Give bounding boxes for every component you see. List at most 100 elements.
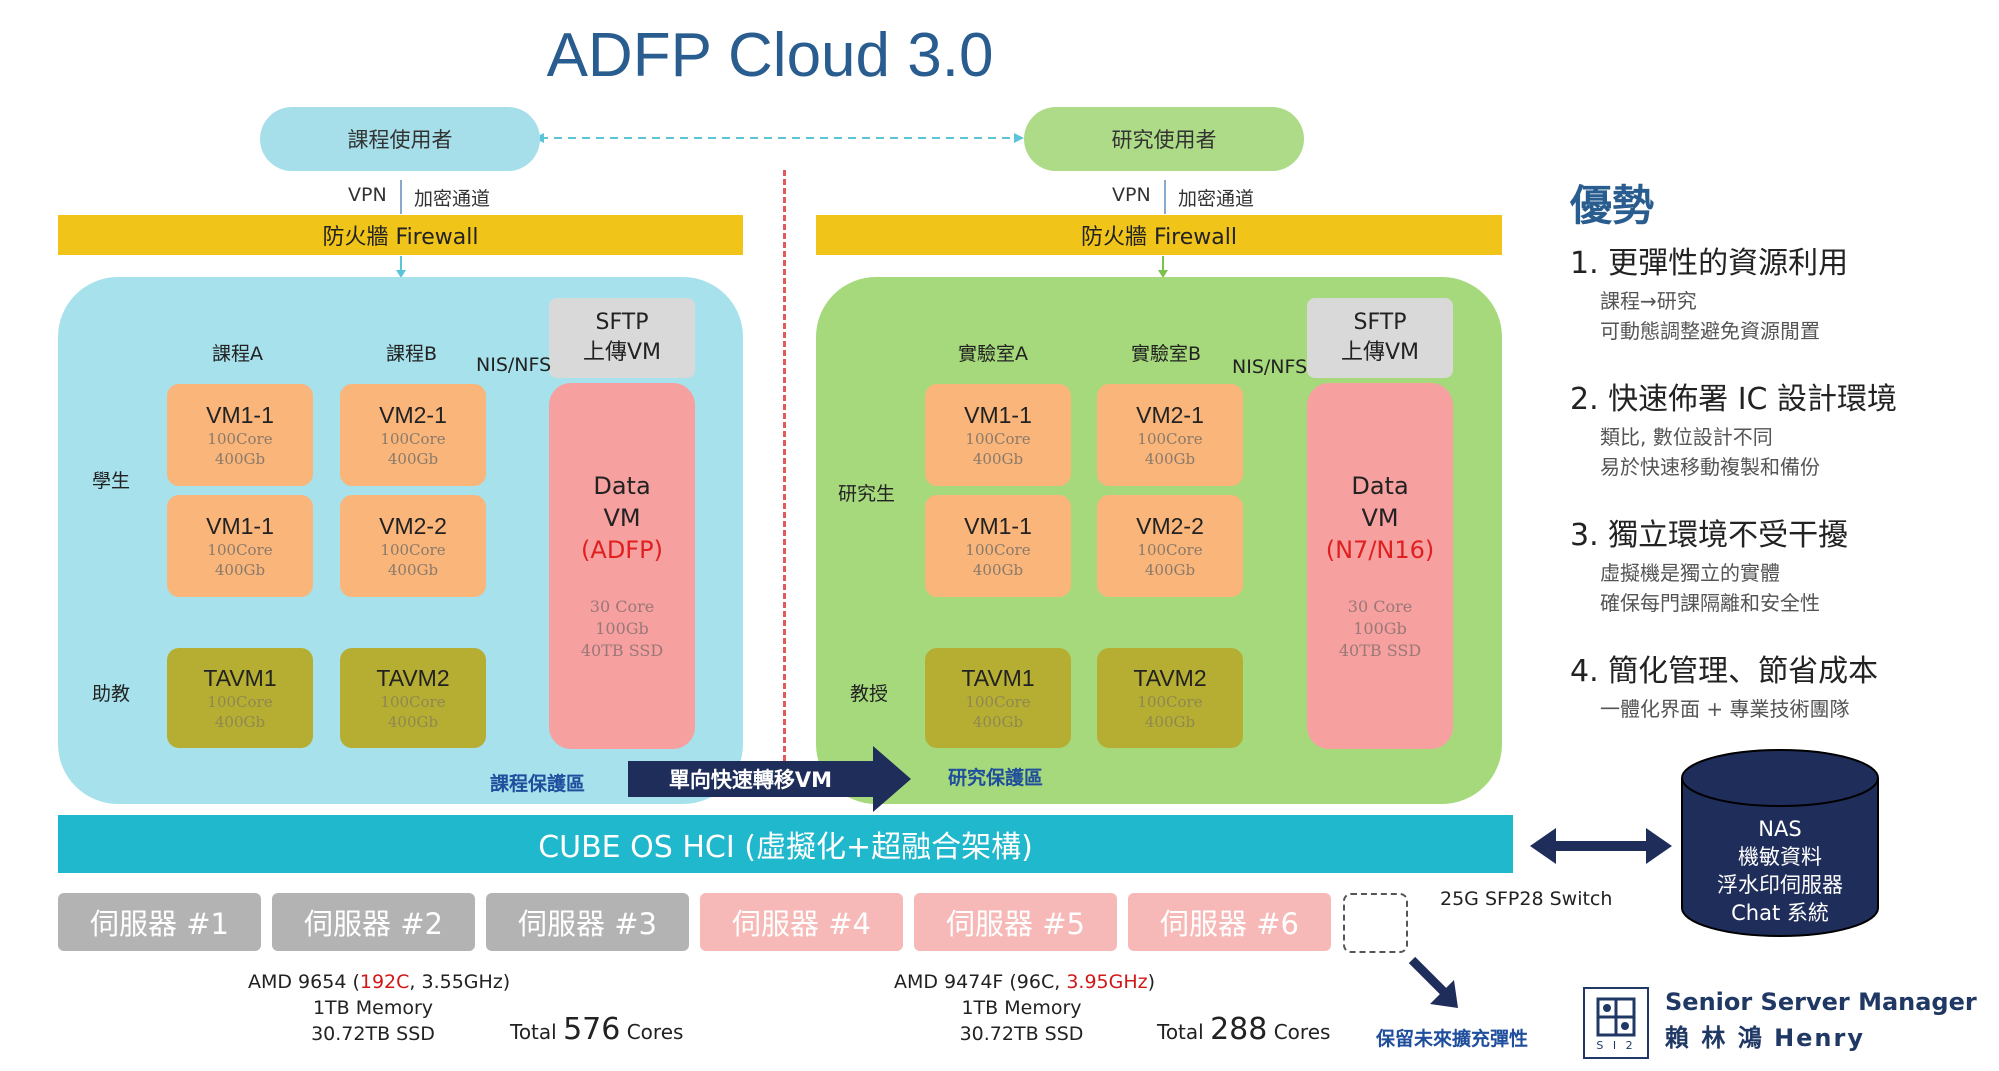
server-1[interactable]: 伺服器 #1 xyxy=(58,893,261,951)
vm-name: VM1-1 xyxy=(964,401,1032,428)
advantage-detail: 可動態調整避免資源閒置 xyxy=(1600,319,1820,343)
ta-vm-card[interactable]: TAVM1 100Core 400Gb xyxy=(925,648,1071,748)
vpn-label-left: VPN xyxy=(348,184,387,206)
vpn-label-right: VPN xyxy=(1112,184,1151,206)
course-user-pill: 課程使用者 xyxy=(260,107,540,171)
cpu-text: AMD 9654 ( xyxy=(248,971,360,993)
vm-name: TAVM2 xyxy=(376,664,450,691)
data-vm-mem: 100Gb xyxy=(595,619,649,638)
data-vm-card[interactable]: Data VM (ADFP) 30 Core 100Gb 40TB SSD xyxy=(549,383,695,749)
vm-name: VM2-2 xyxy=(1136,512,1204,539)
ssd-spec-right: 30.72TB SSD xyxy=(959,1023,1084,1045)
firewall-right: 防火牆 Firewall xyxy=(816,215,1502,255)
total-unit: Cores xyxy=(626,1020,684,1044)
advantage-heading: 1. 更彈性的資源利用 xyxy=(1570,246,1849,281)
ta-vm-card[interactable]: TAVM2 100Core 400Gb xyxy=(1097,648,1243,748)
cpu-text: , 3.55GHz) xyxy=(409,971,511,993)
cpu-highlight: 192C xyxy=(359,971,410,993)
vm-core: 100Core xyxy=(965,540,1031,559)
lab-b-label: 實驗室B xyxy=(1131,343,1202,365)
server-4[interactable]: 伺服器 #4 xyxy=(700,893,903,951)
data-vm-card[interactable]: Data VM (N7/N16) 30 Core 100Gb 40TB SSD xyxy=(1307,383,1453,749)
vm-mem: 400Gb xyxy=(387,449,439,468)
nas-line: 機敏資料 xyxy=(1738,845,1822,869)
vm-core: 100Core xyxy=(380,692,446,711)
vm-name: VM2-1 xyxy=(379,401,447,428)
vm-card[interactable]: VM1-1 100Core 400Gb xyxy=(925,384,1071,486)
vm-mem: 400Gb xyxy=(1144,712,1196,731)
data-vm-title: VM xyxy=(1361,504,1399,532)
firewall-left: 防火牆 Firewall xyxy=(58,215,743,255)
advantage-detail: 確保每門課隔離和安全性 xyxy=(1600,591,1820,615)
advantage-detail: 類比, 數位設計不同 xyxy=(1600,425,1773,449)
server-3[interactable]: 伺服器 #3 xyxy=(486,893,689,951)
nas-line: NAS xyxy=(1758,817,1802,841)
vm-card[interactable]: VM1-1 100Core 400Gb xyxy=(925,495,1071,597)
vm-name: VM1-1 xyxy=(964,512,1032,539)
ta-vm-card[interactable]: TAVM1 100Core 400Gb xyxy=(167,648,313,748)
vm-core: 100Core xyxy=(380,429,446,448)
sftp-label: SFTP xyxy=(1353,310,1407,335)
data-vm-tag: (N7/N16) xyxy=(1325,536,1435,564)
advantage-item: 1. 更彈性的資源利用 課程→研究 可動態調整避免資源閒置 xyxy=(1570,238,1990,346)
vpn-divider-left xyxy=(400,180,402,214)
vm-card[interactable]: VM1-1 100Core 400Gb xyxy=(167,495,313,597)
cpu-spec-right: AMD 9474F (96C, 3.95GHz) xyxy=(894,969,1155,995)
vm-name: VM1-1 xyxy=(206,401,274,428)
total-number: 576 xyxy=(563,1012,621,1047)
data-vm-tag: (ADFP) xyxy=(581,536,663,564)
vm-core: 100Core xyxy=(965,429,1031,448)
course-a-label: 課程A xyxy=(212,343,263,365)
research-zone-name: 研究保護區 xyxy=(948,767,1044,789)
sftp-upload-box[interactable]: SFTP 上傳VM xyxy=(1307,298,1453,378)
switch-label: 25G SFP28 Switch xyxy=(1440,888,1613,910)
data-vm-mem: 100Gb xyxy=(1353,619,1407,638)
vm-mem: 400Gb xyxy=(214,449,266,468)
grad-student-label: 研究生 xyxy=(838,483,896,505)
vm-name: VM2-1 xyxy=(1136,401,1204,428)
vm-mem: 400Gb xyxy=(972,560,1024,579)
advantage-detail: 虛擬機是獨立的實體 xyxy=(1600,561,1780,585)
vm-mem: 400Gb xyxy=(387,712,439,731)
advantage-heading: 2. 快速佈署 IC 設計環境 xyxy=(1570,382,1898,417)
vm-name: TAVM1 xyxy=(203,664,277,691)
sftp-label: SFTP xyxy=(595,310,649,335)
server-6[interactable]: 伺服器 #6 xyxy=(1128,893,1331,951)
student-label: 學生 xyxy=(92,470,131,492)
vm-card[interactable]: VM2-2 100Core 400Gb xyxy=(340,495,486,597)
nas-label: NAS 機敏資料 浮水印伺服器 Chat 系統 xyxy=(1680,812,1880,930)
vm-card[interactable]: VM2-2 100Core 400Gb xyxy=(1097,495,1243,597)
ssd-spec-left: 30.72TB SSD xyxy=(311,1023,435,1045)
si2-logo: S I 2 xyxy=(1583,987,1649,1059)
advantage-heading: 3. 獨立環境不受干擾 xyxy=(1570,518,1849,553)
vm-name: VM1-1 xyxy=(206,512,274,539)
reserve-label: 保留未來擴充彈性 xyxy=(1376,1028,1529,1050)
cube-os-hci-bar: CUBE OS HCI (虛擬化+超融合架構) xyxy=(58,815,1513,873)
vm-card[interactable]: VM2-1 100Core 400Gb xyxy=(1097,384,1243,486)
ta-label: 助教 xyxy=(92,683,131,705)
nis-nfs-label: NIS/NFS xyxy=(476,354,552,376)
vm-core: 100Core xyxy=(1137,429,1203,448)
vm-card[interactable]: VM1-1 100Core 400Gb xyxy=(167,384,313,486)
total-unit: Cores xyxy=(1273,1020,1331,1044)
server-2[interactable]: 伺服器 #2 xyxy=(272,893,475,951)
advantage-item: 4. 簡化管理、節省成本 一體化界面 + 專業技術團隊 xyxy=(1570,646,1990,724)
course-b-label: 課程B xyxy=(386,343,438,365)
total-label: Total xyxy=(510,1020,557,1044)
mem-spec-left: 1TB Memory xyxy=(312,997,434,1019)
nas-cylinder-icon xyxy=(1681,749,1879,937)
advantage-item: 3. 獨立環境不受干擾 虛擬機是獨立的實體 確保每門課隔離和安全性 xyxy=(1570,510,1990,618)
vm-core: 100Core xyxy=(207,540,273,559)
vm-card[interactable]: VM2-1 100Core 400Gb xyxy=(340,384,486,486)
sftp-upload-box[interactable]: SFTP 上傳VM xyxy=(549,298,695,378)
data-vm-core: 30 Core xyxy=(589,597,655,616)
vm-core: 100Core xyxy=(207,692,273,711)
data-vm-title: Data xyxy=(593,472,651,500)
ta-vm-card[interactable]: TAVM2 100Core 400Gb xyxy=(340,648,486,748)
server-5[interactable]: 伺服器 #5 xyxy=(914,893,1117,951)
vpn-divider-right xyxy=(1164,180,1166,214)
zone-divider xyxy=(783,170,786,770)
advantage-item: 2. 快速佈署 IC 設計環境 類比, 數位設計不同 易於快速移動複製和備份 xyxy=(1570,374,1990,482)
course-zone-name: 課程保護區 xyxy=(490,773,586,795)
nas-line: Chat 系統 xyxy=(1731,901,1829,925)
